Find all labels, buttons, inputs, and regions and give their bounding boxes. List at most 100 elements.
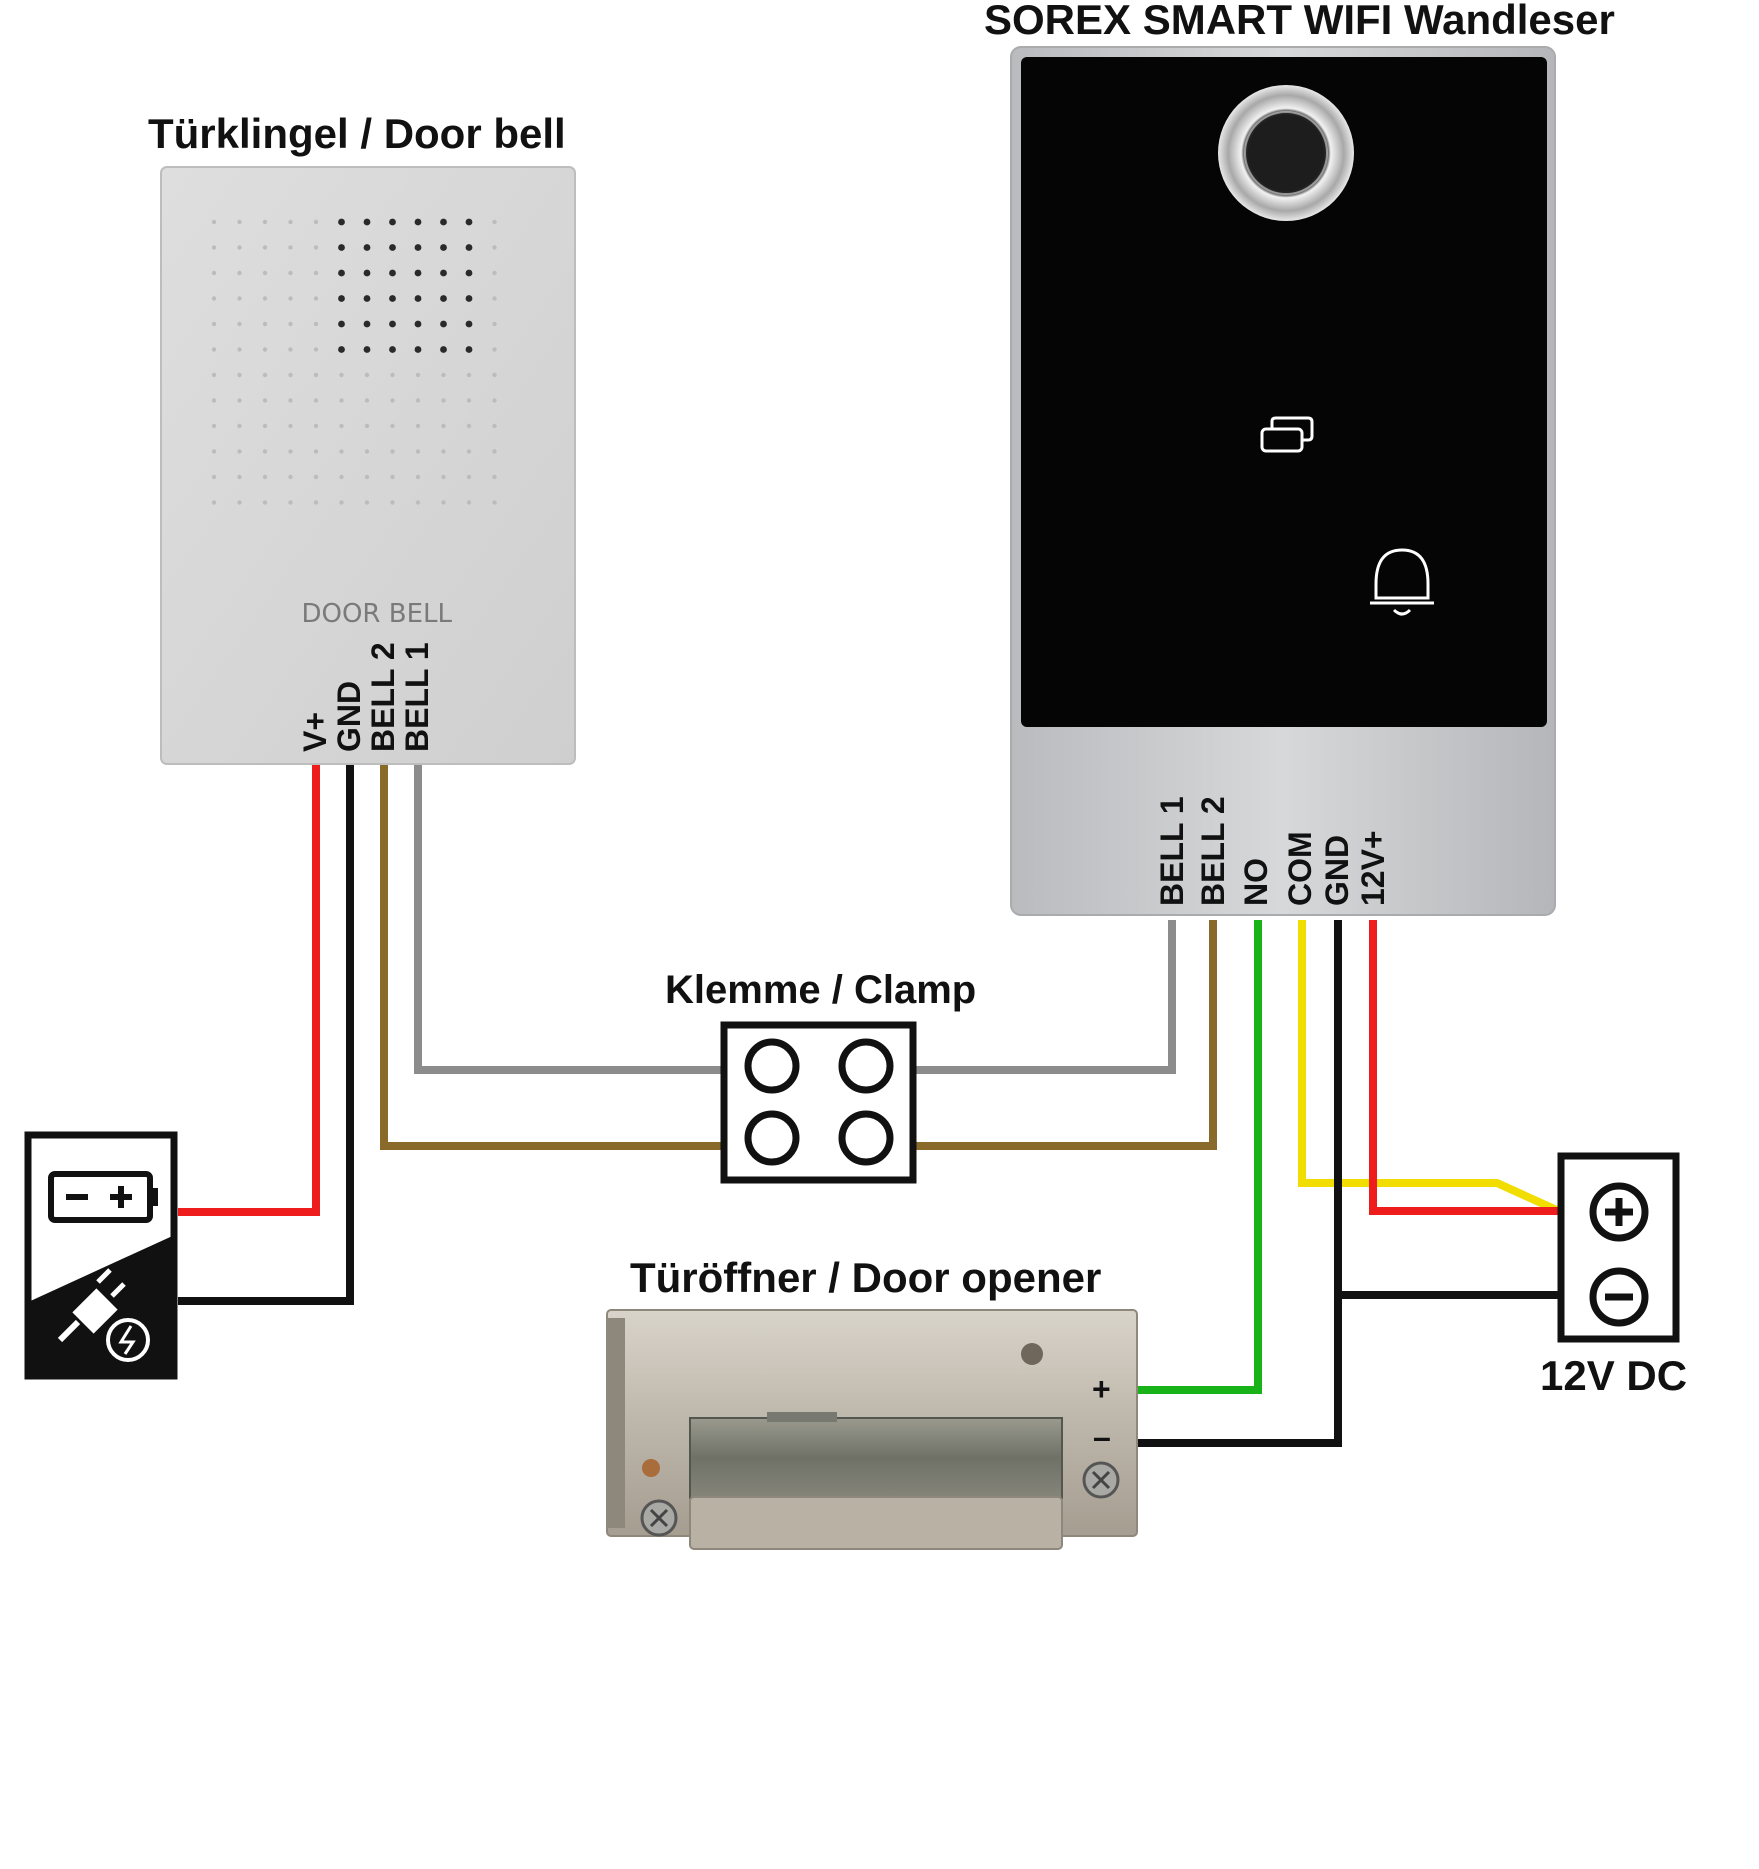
grille-dot — [211, 398, 217, 403]
plus-circle-icon — [1589, 1182, 1649, 1242]
grille-dot — [466, 449, 472, 454]
grille-dot — [465, 269, 473, 277]
grille-dot — [466, 474, 472, 480]
grille-dot — [211, 219, 217, 225]
battery-icon — [48, 1171, 158, 1223]
grille-dot — [363, 320, 371, 328]
grille-dot — [364, 398, 370, 403]
grille-dot — [338, 346, 345, 353]
grille-dot — [313, 347, 319, 352]
grille-dot — [363, 244, 371, 251]
door-opener-hole — [1021, 1343, 1043, 1365]
grille-dot — [288, 449, 293, 454]
grille-dot — [441, 474, 446, 480]
bell-icon — [1370, 548, 1434, 616]
grille-dot — [288, 219, 293, 225]
grille-dot — [492, 347, 497, 352]
wire-reader-com-yellow — [1298, 920, 1563, 1216]
wire-reader-bell2-brown — [913, 920, 1217, 1150]
grille-dot — [288, 245, 293, 250]
grille-dot — [492, 219, 497, 225]
grille-dot — [440, 346, 447, 353]
grille-dot — [262, 270, 268, 276]
grille-dot — [390, 372, 395, 378]
grille-dot — [466, 423, 472, 429]
grille-dot — [466, 372, 472, 378]
grille-dot — [262, 296, 268, 301]
grille-dot — [237, 219, 242, 225]
grille-dot — [363, 295, 371, 302]
door-opener-title: Türöffner / Door opener — [630, 1254, 1101, 1301]
grille-dot — [262, 500, 268, 505]
wire-bell-gnd-black — [178, 765, 354, 1305]
grille-dot — [262, 347, 268, 352]
fingerprint-sensor-icon — [1218, 85, 1354, 221]
bell-terminal-bell1: BELL 1 — [399, 642, 435, 752]
grille-dot — [237, 347, 242, 352]
reader-terminal-bell2: BELL 2 — [1195, 796, 1231, 906]
grille-dot — [211, 321, 217, 327]
grille-dot — [237, 321, 242, 327]
grille-dot — [313, 296, 319, 301]
reader-terminal-no: NO — [1238, 858, 1274, 906]
grille-dot — [288, 347, 293, 352]
door-bell-terminals: V+ GND BELL 2 BELL 1 — [297, 642, 435, 752]
reader-terminal-gnd: GND — [1319, 835, 1355, 906]
grille-dot — [363, 269, 371, 277]
grille-dot — [492, 372, 497, 378]
grille-dot — [313, 270, 319, 276]
grille-dot — [389, 295, 396, 302]
grille-dot — [492, 296, 497, 301]
grille-dot — [414, 218, 422, 226]
wires — [178, 765, 1563, 1447]
clamp-hole-icon — [744, 1038, 800, 1094]
grille-dot — [313, 449, 319, 454]
door-opener: Türöffner / Door opener + – — [606, 1254, 1138, 1550]
grille-dot — [465, 346, 473, 353]
grille-dot — [492, 245, 497, 250]
door-bell-face-text: DOOR BELL — [301, 599, 452, 629]
reader-terminals: BELL 1 BELL 2 NO COM GND 12V+ — [1154, 796, 1391, 906]
grille-dot — [288, 372, 293, 378]
grille-dot — [390, 398, 395, 403]
power-source — [24, 1131, 178, 1380]
grille-dot — [441, 423, 446, 429]
grille-dot — [441, 449, 446, 454]
grille-dot — [440, 269, 447, 277]
grille-dot — [313, 423, 319, 429]
grille-dot — [237, 449, 242, 454]
grille-dot — [288, 321, 293, 327]
grille-dot — [440, 244, 447, 251]
grille-dot — [440, 218, 447, 226]
grille-dot — [466, 398, 472, 403]
wire-bell1-gray — [414, 765, 724, 1074]
grille-dot — [492, 500, 497, 505]
grille-dot — [389, 346, 396, 353]
grille-dot — [313, 372, 319, 378]
grille-dot — [211, 500, 217, 505]
door-opener-terminal-minus: – — [1093, 1419, 1111, 1455]
sorex-reader: SOREX SMART WIFI Wandleser BELL 1 BELL 2… — [984, 0, 1615, 916]
grille-dot — [414, 244, 422, 251]
grille-dot — [339, 500, 344, 505]
grille-dot — [262, 474, 268, 480]
grille-dot — [237, 270, 242, 276]
grille-dot — [237, 500, 242, 505]
grille-dot — [465, 320, 473, 328]
grille-dot — [262, 449, 268, 454]
grille-dot — [364, 449, 370, 454]
reader-title: SOREX SMART WIFI Wandleser — [984, 0, 1615, 43]
grille-dot — [262, 321, 268, 327]
grille-dot — [211, 449, 217, 454]
bell-terminal-vplus: V+ — [297, 712, 333, 752]
grille-dot — [288, 296, 293, 301]
grille-dot — [364, 423, 370, 429]
grille-dot — [262, 423, 268, 429]
clamp-hole-icon — [838, 1110, 894, 1166]
psu-12v: 12V DC — [1540, 1152, 1687, 1399]
grille-dot — [390, 423, 395, 429]
grille-dot — [492, 423, 497, 429]
grille-dot — [492, 449, 497, 454]
grille-dot — [466, 500, 472, 505]
